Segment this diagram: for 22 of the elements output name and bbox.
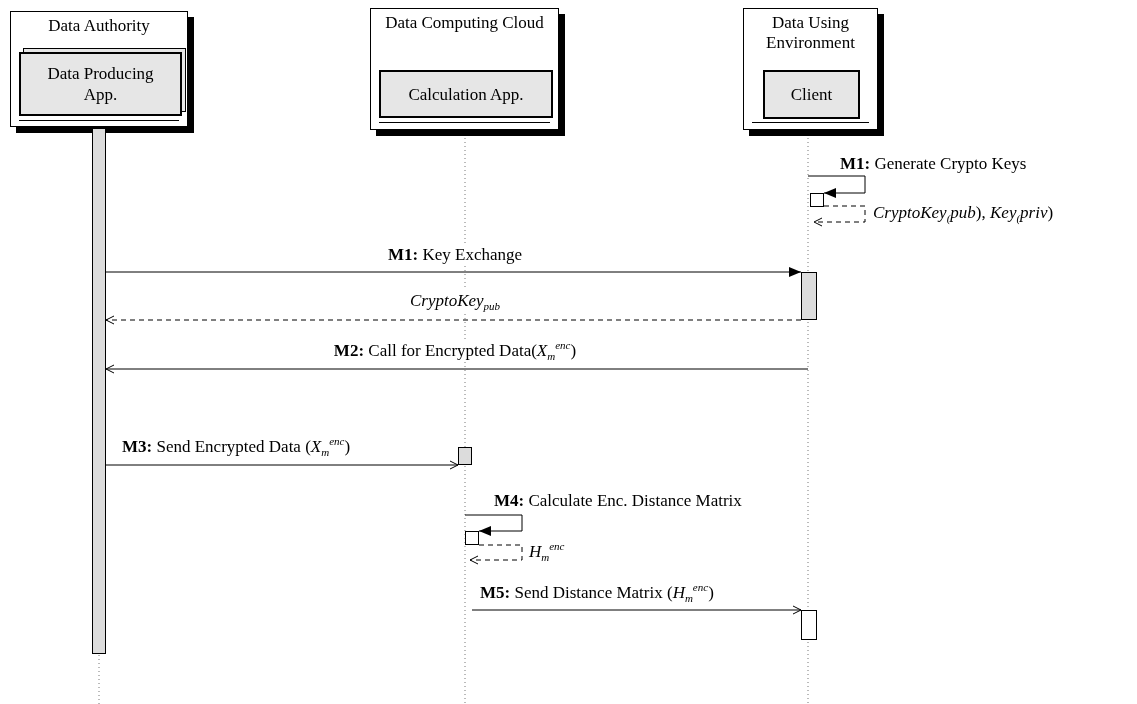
activation-bar <box>92 128 106 654</box>
arrow <box>807 175 866 198</box>
arrow <box>105 315 802 325</box>
component-box: Client <box>763 70 860 119</box>
participant-title: Data Using Environment <box>765 13 856 53</box>
activation-box <box>801 610 817 640</box>
arrow <box>464 514 523 536</box>
activation-bar <box>801 272 817 320</box>
arrow <box>105 364 809 374</box>
edge-label: M1: Key Exchange <box>385 244 525 266</box>
participant-title: Data Authority <box>47 16 151 36</box>
activation-box <box>810 193 824 207</box>
edge-label: M2: Call for Encrypted Data(X$_{m}$$^{enc}$) <box>331 340 579 362</box>
arrow <box>471 605 802 615</box>
arrow <box>105 460 459 470</box>
activation-box <box>465 531 479 545</box>
arrow <box>813 205 866 227</box>
arrow <box>469 544 523 565</box>
component-box: Calculation App. <box>379 70 553 118</box>
activation-bar <box>458 447 472 465</box>
participant-title: Data Computing Cloud <box>384 13 545 33</box>
arrow <box>105 267 802 277</box>
